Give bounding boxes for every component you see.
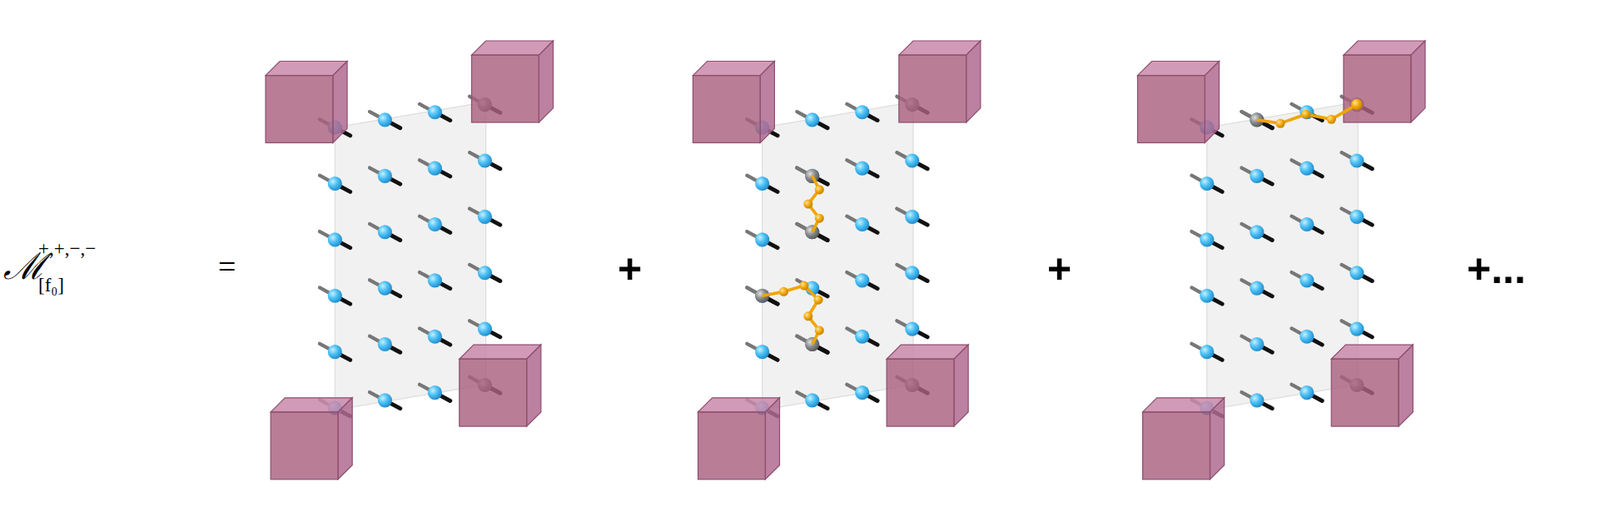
helicity-superscript: +,+,−,− [38, 238, 96, 259]
lattice-panel [265, 40, 553, 480]
plus-ellipsis: +... [1466, 246, 1526, 293]
plus-sign: + [1047, 246, 1072, 293]
string-excitation [746, 281, 828, 353]
equals-sign: = [218, 249, 236, 285]
string-excitation [796, 168, 828, 241]
lattice-panel [1137, 40, 1426, 480]
string-excitation [1241, 99, 1362, 129]
lattice-panel [692, 40, 980, 480]
flux-subscript: [f₀] [38, 274, 65, 296]
plus-sign: + [617, 246, 642, 293]
